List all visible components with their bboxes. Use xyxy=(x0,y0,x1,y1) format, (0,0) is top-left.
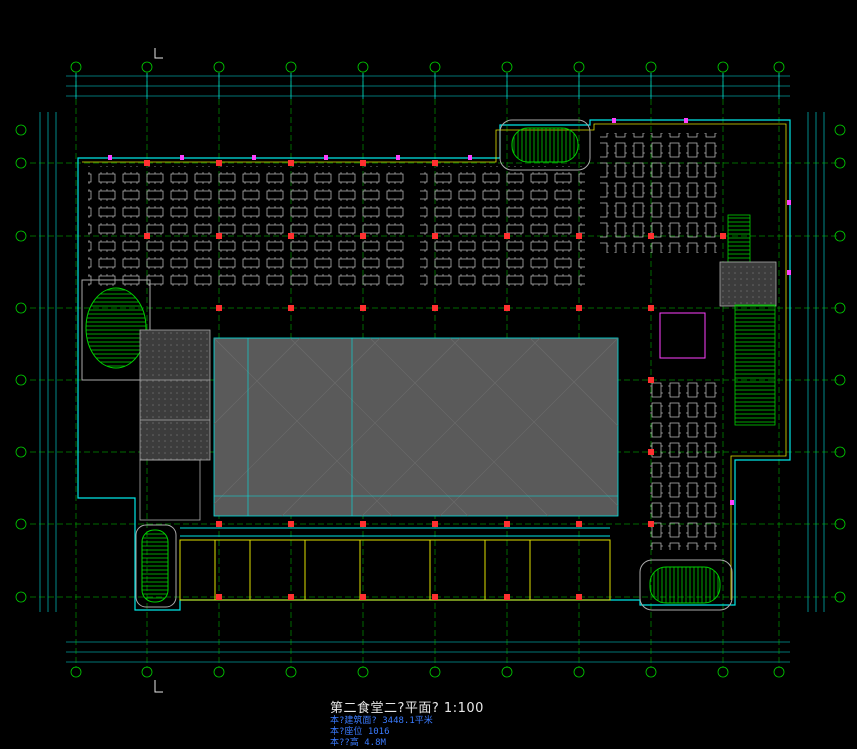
building-outline xyxy=(77,119,791,611)
ramp-east xyxy=(659,214,777,426)
courtyard-lines xyxy=(214,338,618,516)
drawing-caption: 第二食堂二?平面? 1:100 本?建筑面? 3448.1平米 本?座位 101… xyxy=(330,697,484,749)
south-rooms xyxy=(179,527,611,601)
drawing-height-note: 本??高 4.8M xyxy=(330,738,386,748)
drawing-area-note: 本?建筑面? 3448.1平米 xyxy=(330,716,433,726)
dimension-lines xyxy=(39,75,825,663)
dimension-tick-marks xyxy=(75,73,780,99)
columns xyxy=(144,160,726,600)
courtyard-pattern xyxy=(213,337,619,517)
stair-core-sw xyxy=(135,524,177,608)
dining-tables xyxy=(88,133,720,550)
stair-core-se xyxy=(639,559,733,611)
drawing-title: 第二食堂二?平面? 1:100 xyxy=(330,701,484,716)
service-rooms xyxy=(139,329,211,521)
section-markers xyxy=(154,48,163,693)
central-courtyard xyxy=(213,337,619,517)
window-markers xyxy=(108,118,791,505)
stair-core-ne xyxy=(499,119,591,171)
drawing-seats-note: 本?座位 1016 xyxy=(330,727,390,737)
